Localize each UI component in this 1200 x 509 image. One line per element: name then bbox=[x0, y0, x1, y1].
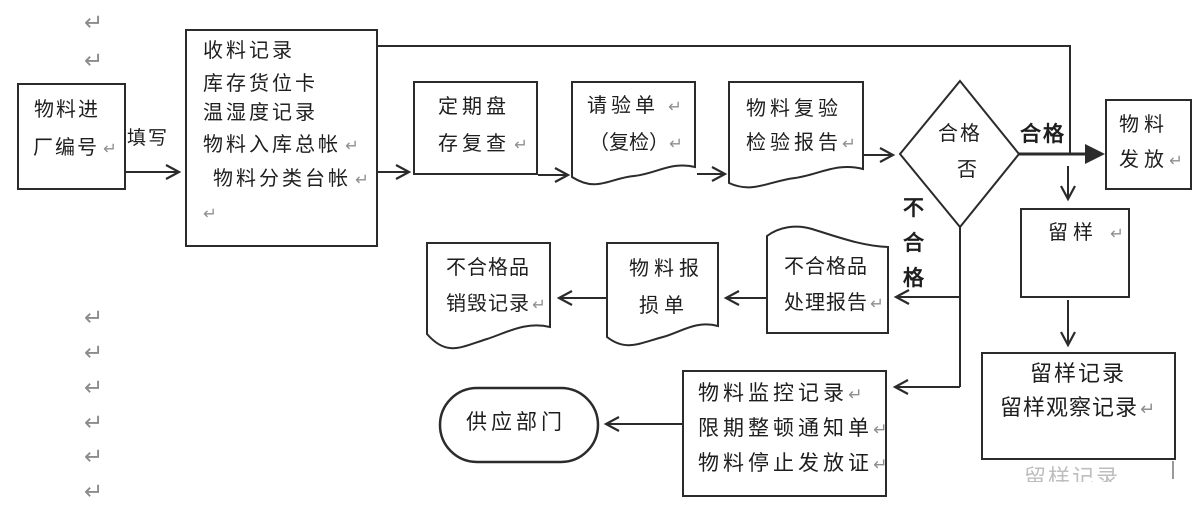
edge-label-fail-char3: 格 bbox=[903, 266, 924, 290]
nc-handling-line1: 不合格品 bbox=[784, 256, 868, 278]
return-mark-icon: ↵ bbox=[870, 294, 884, 313]
doc-material-loss-note bbox=[606, 242, 719, 347]
monitoring-line1: 物料监控记录↵ bbox=[698, 381, 863, 405]
sample-records-line2: 留样观察记录↵ bbox=[1000, 395, 1156, 420]
node-periodic-check bbox=[413, 81, 538, 175]
return-mark-icon: ↵ bbox=[514, 135, 528, 154]
doc-inspection-request bbox=[571, 81, 696, 186]
records-line3: 温湿度记录 bbox=[203, 102, 318, 124]
reinspection-report-line2: 检验报告↵ bbox=[746, 132, 856, 154]
return-mark-icon: ↵ bbox=[1140, 399, 1156, 420]
margin-return-mark: ↵ bbox=[84, 444, 104, 470]
ghost-cutoff-text-content: 留样记录 bbox=[1024, 466, 1121, 482]
decision-diamond bbox=[898, 79, 1021, 229]
periodic-check-line1: 定期盘 bbox=[438, 96, 510, 118]
edge-label-fail-char2: 合 bbox=[903, 231, 924, 255]
material-issue-line2: 发放↵ bbox=[1119, 149, 1183, 171]
material-issue-line1: 物料 bbox=[1119, 114, 1169, 136]
material-entry-line1: 物料进 bbox=[34, 99, 100, 121]
return-mark-icon: ↵ bbox=[103, 139, 117, 158]
return-mark-icon: ↵ bbox=[345, 136, 359, 155]
node-material-issue bbox=[1105, 99, 1192, 190]
destruction-record-line1: 不合格品 bbox=[446, 257, 530, 279]
return-mark-icon: ↵ bbox=[532, 295, 546, 314]
doc-nc-destruction-record bbox=[426, 242, 551, 350]
pass-arrowhead bbox=[1085, 144, 1105, 164]
margin-return-mark: ↵ bbox=[84, 375, 104, 401]
return-mark-icon: ↵ bbox=[842, 134, 856, 153]
node-warehouse-records bbox=[185, 29, 378, 247]
margin-return-mark: ↵ bbox=[84, 410, 104, 436]
return-mark-icon: ↵ bbox=[1110, 224, 1124, 243]
return-mark-icon: ↵ bbox=[669, 134, 683, 153]
records-line5: 物料分类台帐↵ bbox=[213, 168, 369, 190]
margin-return-mark: ↵ bbox=[84, 48, 104, 74]
records-line1: 收料记录 bbox=[203, 40, 295, 62]
doc-reinspection-report bbox=[728, 81, 864, 189]
return-mark-icon: ↵ bbox=[668, 97, 682, 116]
margin-return-mark: ↵ bbox=[84, 479, 104, 505]
margin-return-mark: ↵ bbox=[84, 0, 103, 7]
inspection-request-line1: 请验单↵ bbox=[587, 95, 682, 117]
connector-records-bypass bbox=[378, 45, 1071, 153]
edge-label-fail-char1: 不 bbox=[903, 196, 924, 220]
return-mark-icon: ↵ bbox=[1169, 151, 1183, 170]
supply-department-label: 供应部门 bbox=[466, 410, 566, 434]
loss-note-line2: 损单 bbox=[639, 295, 689, 317]
return-mark-icon: ↵ bbox=[848, 385, 863, 405]
return-mark-icon: ↵ bbox=[873, 420, 888, 440]
return-mark-icon: ↵ bbox=[873, 455, 888, 475]
return-mark-icon: ↵ bbox=[203, 204, 217, 223]
loss-note-line1: 物料报 bbox=[629, 258, 704, 280]
node-sample-records bbox=[981, 352, 1176, 460]
ghost-cutoff-text: 留样记录 bbox=[1024, 466, 1136, 482]
node-material-entry-no bbox=[17, 83, 126, 190]
reinspection-report-line1: 物料复验 bbox=[746, 98, 842, 120]
doc-nc-handling-report bbox=[766, 225, 889, 334]
decision-line2: 否 bbox=[957, 159, 977, 181]
decision-line1: 合格 bbox=[938, 123, 982, 145]
edge-label-pass: 合格 bbox=[1020, 122, 1066, 146]
records-line4: 物料入库总帐↵ bbox=[203, 134, 359, 156]
monitoring-line3: 物料停止发放证↵ bbox=[698, 451, 888, 475]
records-line6: ↵ bbox=[203, 202, 217, 224]
monitoring-line2: 限期整顿通知单↵ bbox=[698, 416, 888, 440]
inspection-request-line2: （复检）↵ bbox=[589, 132, 683, 154]
return-mark-icon: ↵ bbox=[355, 170, 369, 189]
node-sample-retention bbox=[1020, 208, 1130, 298]
sample-retention-line1: 留样↵ bbox=[1048, 222, 1124, 244]
node-monitoring-docs bbox=[682, 370, 887, 497]
nc-handling-line2: 处理报告↵ bbox=[784, 292, 884, 314]
margin-return-mark: ↵ bbox=[84, 340, 104, 366]
sample-records-line1: 留样记录 bbox=[1030, 361, 1127, 386]
periodic-check-line2: 存复查↵ bbox=[438, 133, 528, 155]
margin-return-mark: ↵ bbox=[84, 10, 104, 36]
material-entry-line2: 厂编号↵ bbox=[33, 137, 117, 159]
records-line2: 库存货位卡 bbox=[203, 73, 318, 95]
destruction-record-line2: 销毁记录↵ bbox=[446, 293, 546, 315]
margin-return-mark: ↵ bbox=[84, 305, 104, 331]
supply-department-stadium bbox=[438, 386, 600, 464]
edge-label-fill-in: 填写 bbox=[127, 128, 170, 149]
